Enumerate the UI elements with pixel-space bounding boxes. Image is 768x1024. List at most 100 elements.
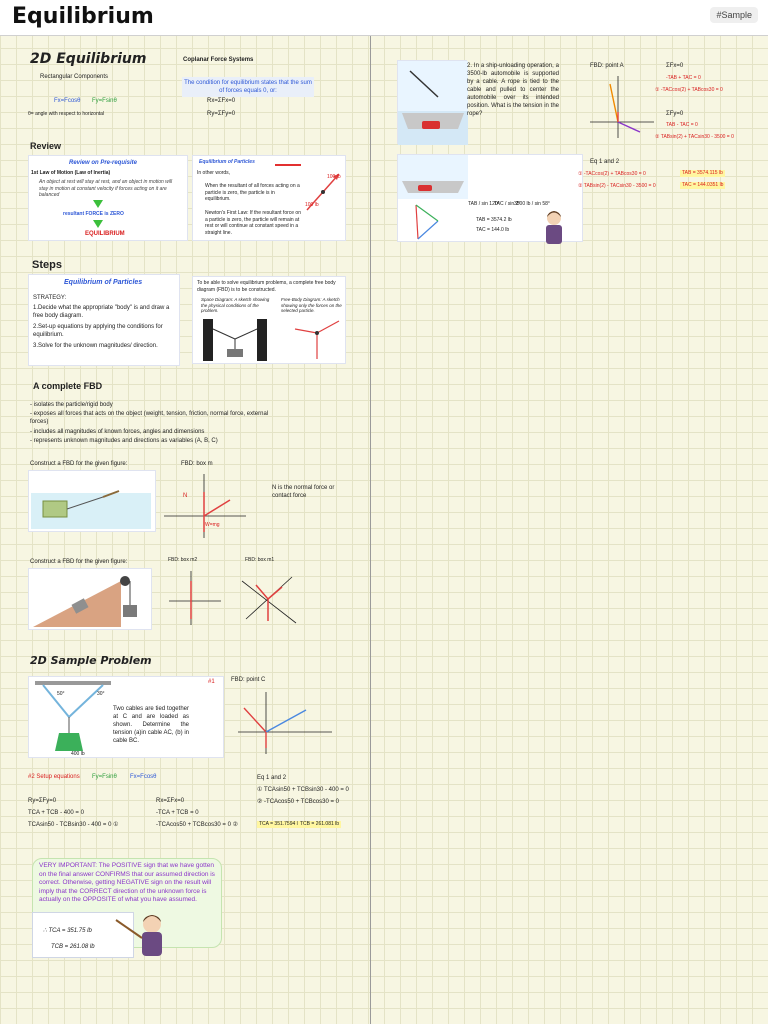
heading-sample-problem: 2D Sample Problem xyxy=(30,654,152,667)
force-label: 100 lb xyxy=(327,174,341,180)
heading-complete-fbd: A complete FBD xyxy=(33,381,103,391)
ratio-load: 3500 lb / sin 58° xyxy=(514,201,550,207)
step-3: 3.Solve for the unknown magnitudes/ dire… xyxy=(33,343,158,349)
heading-review: Review xyxy=(30,141,62,151)
tcb-result: TCB = 261.081 lb xyxy=(298,821,342,828)
rx-equation: Rx=ΣFx=0 xyxy=(156,798,185,804)
incline-pulley-figure xyxy=(33,576,137,627)
eq-y-expanded: TCAsin50 - TCBsin30 - 400 = 0 ① xyxy=(28,822,119,828)
tac-small: TAC = 144.0 lb xyxy=(476,227,510,233)
fbd1-label: FBD: box m xyxy=(181,461,213,467)
normal-force-label: N xyxy=(183,493,188,499)
steps-card-strategy: Equilibrium of Particles STRATEGY: 1.Dec… xyxy=(28,274,180,366)
given-marker: #1 xyxy=(208,679,215,685)
card-title: Equilibrium of Particles xyxy=(64,279,143,286)
fbd-point-a-label: FBD: point A xyxy=(590,63,624,69)
answer-tca: ∴ TCA = 351.75 lb xyxy=(43,928,92,934)
eq-1: ① TCAsin50 + TCBsin30 - 400 = 0 xyxy=(257,787,349,793)
sum-fy: ΣFy=0 xyxy=(666,111,684,117)
setup-label: #2 Setup equations xyxy=(28,774,80,780)
fbd-bullet-4: - represents unknown magnitudes and dire… xyxy=(30,438,218,444)
space-diagram-sketch xyxy=(203,319,267,361)
angle-note: θ= angle with respect to horizontal xyxy=(28,111,105,117)
teacher-avatar-icon xyxy=(546,211,562,244)
fbd1-diagram xyxy=(164,474,246,538)
resultant-zero: resultant FORCE is ZERO xyxy=(63,211,124,217)
angle-30: 30° xyxy=(97,691,105,697)
rx-formula: Rx=ΣFx=0 xyxy=(207,98,236,104)
weight-label: W=mg xyxy=(205,522,220,528)
page-title: Equilibrium xyxy=(12,4,154,29)
important-text: VERY IMPORTANT: The POSITIVE sign that w… xyxy=(39,862,215,903)
step-2: 2.Set-up equations by applying the condi… xyxy=(33,324,163,338)
coplanar-label: Coplanar Force Systems xyxy=(183,57,254,63)
fbd-point-c-diagram xyxy=(238,692,332,754)
fbd-bullet-2: - exposes all forces that acts on the ob… xyxy=(30,411,269,425)
fbd1-prompt: Construct a FBD for the given figure: xyxy=(30,461,128,467)
sum-fx-eq: -TAB + TAC = 0 xyxy=(666,75,701,81)
angle-50: 50° xyxy=(57,691,65,697)
fx-formula: Fx=Fcosθ xyxy=(54,98,81,104)
fy-formula: Fy=Fsinθ xyxy=(92,774,117,780)
fx-formula: Fx=Fcosθ xyxy=(130,774,157,780)
card-title: Review on Pre-requisite xyxy=(69,160,138,166)
bullet-newton: Newton's First Law: If the resultant for… xyxy=(205,210,301,236)
heading-2d-equilibrium: 2D Equilibrium xyxy=(30,51,147,67)
cables-figure xyxy=(35,681,111,751)
rect-components-label: Rectangular Components xyxy=(40,74,109,80)
strategy-label: STRATEGY: xyxy=(33,295,67,301)
fbd2-figure xyxy=(28,568,152,630)
sum-fy-eq: TAB - TAC = 0 xyxy=(666,122,698,128)
problem-statement: Two cables are tied together at C and ar… xyxy=(113,706,189,744)
result-eq-2: ② TABsin(2) - TACsin30 - 3500 = 0 xyxy=(578,183,656,189)
fbd-point-c-label: FBD: point C xyxy=(231,677,266,683)
tab-small: TAB = 3574.2 lb xyxy=(476,217,512,223)
equilibrium-condition: The condition for equilibrium states tha… xyxy=(182,77,314,97)
eq-x-expanded: -TCAcos50 + TCBcos30 = 0 ② xyxy=(156,822,238,828)
ratio-tac: TAC / sin 2° xyxy=(494,201,521,207)
step-1: 1.Decide what the appropriate "body" is … xyxy=(33,305,170,319)
review-card-particles: Equilibrium of Particles In other words,… xyxy=(192,155,346,241)
fbd-bullet-1: - isolates the particle/rigid body xyxy=(30,402,113,408)
load-label: 400 lb xyxy=(71,751,85,757)
sample-tag[interactable]: #Sample xyxy=(710,7,758,23)
underline-decoration xyxy=(275,164,301,166)
card-title: Equilibrium of Particles xyxy=(199,159,255,165)
review-card-prerequisite: Review on Pre-requisite 1st Law of Motio… xyxy=(28,155,188,241)
fy-formula: Fy=Fsinθ xyxy=(92,98,117,104)
fbd2-diagram-m2 xyxy=(169,571,221,625)
tac-result: TAC = 144.0351 lb xyxy=(680,182,726,189)
top-bar: Equilibrium #Sample xyxy=(0,0,768,36)
fbd-intro: To be able to solve equilibrium problems… xyxy=(197,280,336,293)
eq-1-2-label: Eq 1 and 2 xyxy=(590,159,620,165)
ratio-tab: TAB / sin 120° xyxy=(468,201,500,207)
force-triangle xyxy=(415,204,439,240)
problem-2-text: 2. In a ship-unloading operation, a 3500… xyxy=(467,63,559,117)
ship-unloading-figure xyxy=(398,61,468,145)
ship-figure xyxy=(397,60,468,145)
eq-2: ② TABsin(2) + TACsin30 - 3500 = 0 xyxy=(655,134,734,140)
fbd1-figure xyxy=(28,470,156,532)
down-arrow-icon xyxy=(93,220,103,228)
normal-force-note: N is the normal force or contact force xyxy=(272,485,335,499)
box-on-surface-figure xyxy=(31,490,151,529)
fbd2-label-m2: FBD: box m2 xyxy=(168,557,198,563)
fbd-sketch xyxy=(294,320,340,359)
fbd-point-a-diagram xyxy=(590,76,654,138)
fbd2-prompt: Construct a FBD for the given figure: xyxy=(30,559,128,565)
eq-1: ① -TACcos(2) + TABcos30 = 0 xyxy=(655,87,723,93)
fbd-bullet-3: - includes all magnitudes of known force… xyxy=(30,429,205,435)
tca-result: TCA = 351.7594 lb xyxy=(257,821,303,828)
force-diagram xyxy=(306,173,340,211)
ry-equation: Ry=ΣFy=0 xyxy=(28,798,57,804)
down-arrow-icon xyxy=(93,200,103,208)
column-divider xyxy=(370,36,371,1024)
law-text: An object at rest will stay at rest, and… xyxy=(39,179,173,198)
steps-card-fbd: To be able to solve equilibrium problems… xyxy=(192,276,346,364)
equilibrium-label: EQUILIBRIUM xyxy=(85,231,125,237)
eq-1-2-label: Eq 1 and 2 xyxy=(257,775,287,781)
eq-2: ② -TCAcos50 + TCBcos30 = 0 xyxy=(257,799,339,805)
teacher-avatar-icon xyxy=(115,915,162,956)
sample-problem-card: 400 lb 50° 30° Two cables are tied toget… xyxy=(28,676,224,758)
answer-tcb: TCB = 261.08 lb xyxy=(51,944,95,950)
